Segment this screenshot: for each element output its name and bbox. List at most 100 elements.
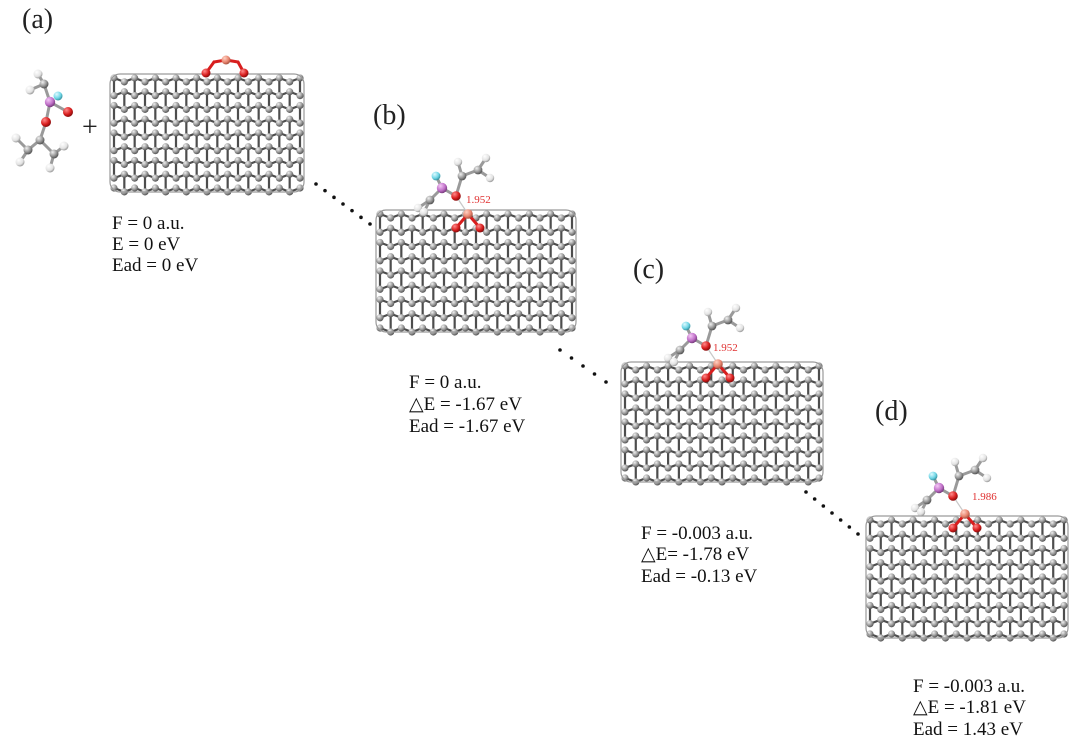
carbon-atom — [761, 376, 769, 384]
phosphorus-atom — [44, 96, 56, 108]
carbon-atom — [804, 394, 812, 402]
carbon-atom — [151, 129, 159, 137]
hydrogen-atom — [916, 507, 926, 517]
carbon-atom — [182, 78, 190, 86]
connector-dot — [350, 208, 354, 213]
carbon-atom — [376, 267, 384, 275]
carbon-atom — [451, 271, 459, 279]
panel-a: (a) + F = 0 a.u. E = 0 eV Ead = 0 eV — [11, 4, 305, 276]
carbon-atom — [397, 314, 405, 322]
connector-dot — [821, 504, 826, 508]
carbon-atom — [707, 390, 715, 398]
carbon-atom — [397, 210, 405, 218]
carbon-atom — [963, 587, 971, 595]
carbon-atom — [440, 314, 448, 322]
carbon-atom — [686, 418, 694, 426]
carbon-atom — [931, 534, 939, 542]
carbon-atom — [110, 101, 118, 110]
carbon-atom — [632, 422, 640, 430]
carbon-atom — [898, 559, 906, 567]
carbon-atom — [772, 436, 780, 444]
carbon-atom — [425, 195, 435, 205]
connector-dot — [812, 497, 817, 501]
carbon-atom — [387, 253, 395, 261]
carbon-atom — [761, 460, 769, 468]
carbon-atom — [952, 534, 960, 542]
carbon-atom — [557, 299, 565, 308]
carbon-atom — [1060, 630, 1068, 638]
carbon-atom — [296, 119, 304, 127]
carbon-atom — [783, 422, 791, 430]
carbon-atom — [255, 184, 263, 192]
carbon-atom — [718, 422, 726, 430]
carbon-atom — [255, 119, 263, 127]
carbon-atom — [952, 601, 960, 610]
carbon-atom — [686, 446, 694, 454]
carbon-atom — [1049, 577, 1057, 585]
carbon-atom — [296, 129, 304, 137]
carbon-atom — [664, 408, 672, 416]
carbon-atom — [255, 129, 263, 137]
carbon-atom — [887, 620, 896, 628]
carbon-atom — [472, 299, 480, 308]
fluorine-atom — [928, 471, 938, 481]
carbon-atom — [461, 228, 469, 236]
carbon-atom — [772, 408, 780, 416]
carbon-atom — [244, 78, 252, 86]
carbon-atom — [653, 376, 661, 384]
carbon-atom — [941, 530, 950, 538]
carbon-atom — [172, 92, 180, 100]
carbon-atom — [376, 324, 384, 332]
carbon-atom — [1049, 605, 1057, 614]
carbon-atom — [172, 147, 180, 155]
boron-site-a — [201, 55, 249, 78]
carbon-atom — [296, 147, 304, 155]
carbon-atom — [941, 559, 950, 567]
carbon-atom — [473, 165, 483, 175]
carbon-atom — [515, 242, 523, 251]
carbon-atom — [387, 271, 395, 279]
carbon-atom — [275, 184, 283, 192]
hydrogen-atom — [33, 69, 43, 79]
carbon-atom — [536, 299, 544, 308]
carbon-atom — [151, 101, 159, 110]
carbon-atom — [525, 238, 533, 247]
carbon-atom — [887, 573, 896, 581]
carbon-atom — [213, 129, 221, 137]
carbon-atom — [984, 587, 993, 595]
carbon-atom — [739, 376, 748, 384]
carbon-atom — [515, 253, 523, 261]
carbon-atom — [224, 78, 232, 86]
carbon-atom — [472, 271, 480, 279]
carbon-atom — [877, 548, 885, 557]
hydrogen-atom — [731, 303, 741, 313]
carbon-atom — [793, 446, 802, 454]
carbon-atom — [621, 464, 629, 472]
carbon-atom — [419, 285, 427, 293]
carbon-atom — [525, 324, 533, 332]
carbon-atom — [286, 78, 294, 86]
carbon-atom — [110, 74, 118, 82]
carbon-atom — [761, 422, 769, 430]
carbon-atom — [461, 285, 469, 293]
carbon-atom — [244, 115, 252, 123]
connector-dot — [804, 490, 808, 494]
carbon-atom — [750, 446, 758, 454]
carbon-atom — [265, 78, 273, 86]
carbon-atom — [642, 380, 651, 388]
carbon-atom — [151, 147, 159, 155]
carbon-atom — [739, 404, 748, 412]
carbon-atom — [793, 408, 802, 416]
carbon-atom — [213, 74, 221, 82]
carbon-atom — [664, 380, 672, 388]
carbon-atom — [440, 238, 448, 247]
hydrogen-atom — [663, 353, 673, 363]
carbon-atom — [995, 534, 1003, 542]
carbon-atom — [718, 450, 726, 458]
carbon-atom — [909, 516, 917, 524]
carbon-atom — [172, 156, 180, 165]
carbon-atom — [995, 563, 1003, 571]
carbon-atom — [931, 573, 939, 581]
carbon-atom — [1038, 534, 1047, 542]
carbon-atom — [1017, 544, 1025, 553]
